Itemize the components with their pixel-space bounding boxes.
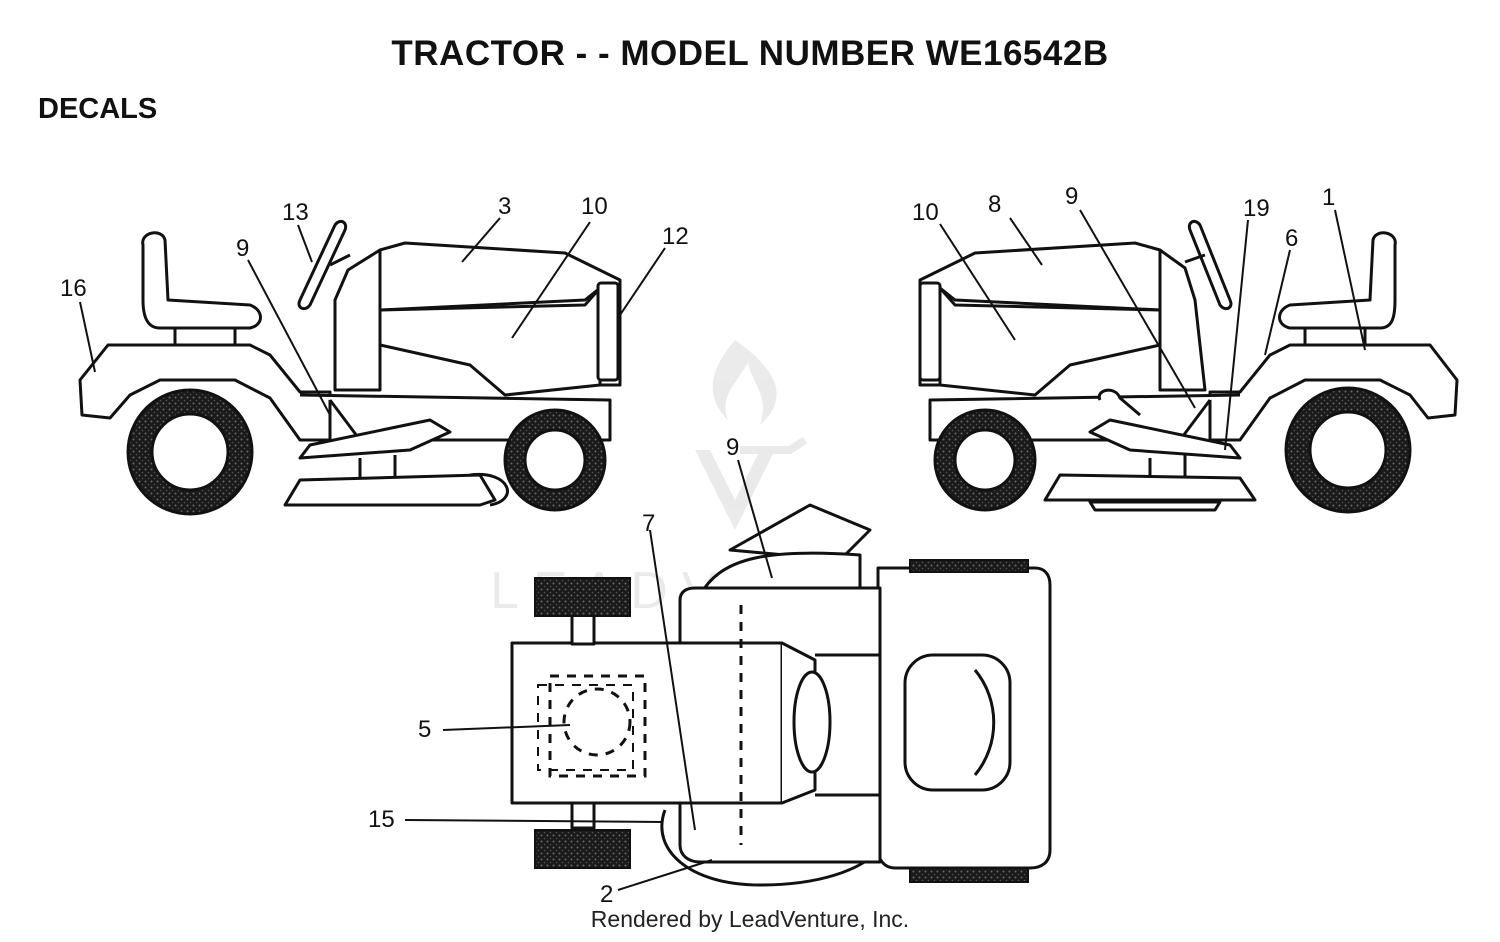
callout-9-top: 9 xyxy=(726,434,739,461)
rear-hub-left-view xyxy=(150,412,230,492)
rear-hub-right-view xyxy=(1308,410,1388,490)
callout-7: 7 xyxy=(642,510,655,537)
footer-credit: Rendered by LeadVenture, Inc. xyxy=(590,906,910,932)
callout-9-right: 9 xyxy=(1065,183,1078,210)
front-tire-top-right xyxy=(534,829,631,869)
top-view xyxy=(510,503,1052,887)
left-view-leaders xyxy=(79,217,666,416)
callout-19: 19 xyxy=(1243,195,1270,222)
front-hub-left-view xyxy=(523,428,587,492)
rear-tire-top-left xyxy=(909,559,1029,573)
callout-3: 3 xyxy=(498,193,511,220)
callout-10-right: 10 xyxy=(912,199,939,226)
callout-12: 12 xyxy=(662,223,689,250)
callout-9: 9 xyxy=(236,235,249,262)
callout-5: 5 xyxy=(418,716,431,743)
page-title: TRACTOR - - MODEL NUMBER WE16542B xyxy=(391,34,1109,73)
right-view-leaders xyxy=(939,209,1366,451)
callout-6: 6 xyxy=(1285,225,1298,252)
top-view-leaders xyxy=(404,459,773,891)
front-hub-right-view xyxy=(953,428,1017,492)
right-side-view xyxy=(918,219,1459,512)
callout-16: 16 xyxy=(60,275,87,302)
watermark-logo xyxy=(695,340,808,530)
callout-10: 10 xyxy=(581,193,608,220)
callout-1: 1 xyxy=(1322,184,1335,211)
section-heading: DECALS xyxy=(38,93,158,125)
callout-2: 2 xyxy=(600,881,613,908)
rear-tire-top-right xyxy=(909,867,1029,883)
callout-13: 13 xyxy=(282,199,309,226)
front-tire-top-left xyxy=(534,577,631,617)
callout-8: 8 xyxy=(988,191,1001,218)
callout-15: 15 xyxy=(368,806,395,833)
